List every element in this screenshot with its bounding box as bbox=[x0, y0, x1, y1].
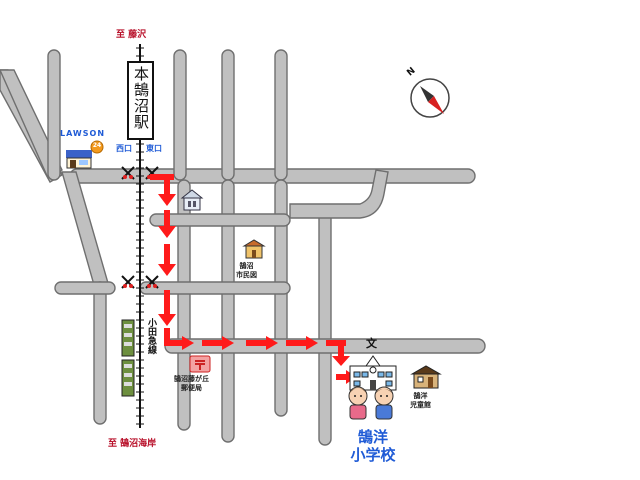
lawson-24-badge bbox=[90, 140, 104, 154]
house-icon bbox=[180, 189, 204, 211]
school-symbol: 文 bbox=[366, 337, 377, 350]
road-vertical-far-left bbox=[47, 49, 61, 181]
lawson-24-badge-label: 24 bbox=[92, 142, 102, 149]
road-horizontal-3 bbox=[139, 281, 291, 295]
road-horizontal-2 bbox=[149, 213, 291, 227]
station-box: 本鵠沼駅 bbox=[127, 61, 154, 140]
shop-icon bbox=[242, 239, 266, 259]
compass-needle-icon bbox=[410, 78, 450, 118]
road-curve-east bbox=[289, 169, 389, 219]
lawson-label: LAWSON bbox=[60, 129, 106, 138]
road-vertical-left-lower bbox=[93, 281, 107, 425]
destination-line1: 鵠洋 bbox=[357, 428, 388, 446]
road-vertical-1 bbox=[173, 49, 187, 181]
walking-route bbox=[150, 174, 356, 384]
destination-line2: 小学校 bbox=[350, 446, 396, 464]
road-network bbox=[0, 49, 486, 446]
student-icon bbox=[348, 386, 368, 420]
post-office-icon bbox=[189, 355, 211, 373]
station-west-exit-label: 西口 bbox=[116, 144, 132, 153]
road-vertical-mid bbox=[221, 179, 235, 443]
post-office-label: 鵠沼藤が丘 郵便局 bbox=[174, 375, 209, 392]
road-vertical-2 bbox=[221, 49, 235, 181]
direction-north-label: 至 藤沢 bbox=[116, 30, 147, 40]
crossing-signal-icon bbox=[121, 166, 135, 180]
student-icon bbox=[374, 386, 394, 420]
road-vertical-west bbox=[177, 179, 191, 431]
hall-label: 鵠沼 市民図 bbox=[236, 262, 257, 279]
road-slanted-left bbox=[61, 171, 111, 293]
destination-school-name: 鵠洋 小学校 bbox=[338, 428, 408, 464]
road-horizontal-3-west bbox=[54, 281, 116, 295]
station-east-exit-label: 東口 bbox=[146, 144, 162, 153]
crossing-signal-icon bbox=[145, 275, 159, 289]
station-name: 本鵠沼駅 bbox=[132, 66, 150, 130]
school-building-icon bbox=[349, 355, 397, 391]
lawson-shop-icon bbox=[66, 150, 92, 169]
train-car-icon bbox=[121, 319, 135, 397]
crossing-signal-icon bbox=[121, 275, 135, 289]
road-vertical-school bbox=[318, 204, 332, 446]
road-vertical-3 bbox=[274, 49, 288, 181]
children-hall-icon bbox=[410, 365, 442, 389]
rail-line-name: 小田急線 bbox=[146, 318, 156, 354]
road-vertical-right bbox=[274, 179, 288, 417]
direction-south-label: 至 鵠沼海岸 bbox=[108, 439, 157, 449]
children-hall-label: 鵠洋 児童館 bbox=[410, 392, 431, 409]
